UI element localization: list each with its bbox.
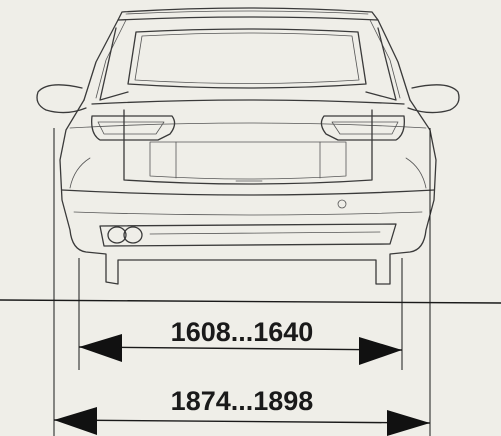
taillight-left: [91, 115, 176, 141]
dimension-lines: 1608...1640 1874...1898: [0, 128, 501, 436]
rear-window: [127, 28, 367, 89]
exhaust-tip-right: [123, 226, 143, 244]
bumper-side-right: [405, 157, 427, 189]
shoulder-line: [69, 122, 427, 129]
overall-width-label: 1874...1898: [171, 386, 314, 416]
license-recess: [149, 141, 347, 180]
track-arrow-left: [79, 334, 122, 362]
body-outline: [59, 99, 437, 285]
roof-rail-left-inner: [95, 19, 127, 99]
car-rear-view: [36, 7, 460, 285]
roof-spoiler: [117, 7, 379, 21]
roof-rail-left: [83, 19, 119, 101]
d-pillar-left: [99, 27, 129, 101]
rear-window-inner: [134, 32, 360, 84]
d-pillar-right: [365, 27, 397, 101]
rear-reflector: [337, 199, 347, 209]
bumper-side-left: [69, 157, 91, 189]
roof-top: [125, 10, 369, 15]
roof-rail-right: [377, 19, 411, 101]
track-width-label: 1608...1640: [171, 317, 314, 347]
taillight-right: [320, 115, 405, 141]
mirror-left: [36, 84, 87, 114]
track-arrow-right: [359, 337, 402, 365]
track-dimension-line: [78, 346, 403, 351]
overall-arrow-right: [387, 410, 430, 436]
diffuser-line: [149, 231, 381, 235]
overall-dimension-line: [53, 419, 431, 424]
taillight-left-inner: [97, 121, 165, 135]
bumper-crease: [73, 211, 423, 216]
overall-arrow-left: [54, 407, 97, 435]
tailgate-panel: [123, 109, 373, 185]
exhaust-tip-left: [107, 226, 127, 244]
ground-line: [0, 299, 501, 304]
diffuser: [99, 223, 397, 247]
bumper-top: [61, 189, 435, 196]
roof-rail-right-inner: [369, 19, 401, 99]
taillight-right-inner: [331, 121, 399, 135]
mirror-right: [407, 84, 460, 114]
tailgate-top: [91, 99, 405, 105]
